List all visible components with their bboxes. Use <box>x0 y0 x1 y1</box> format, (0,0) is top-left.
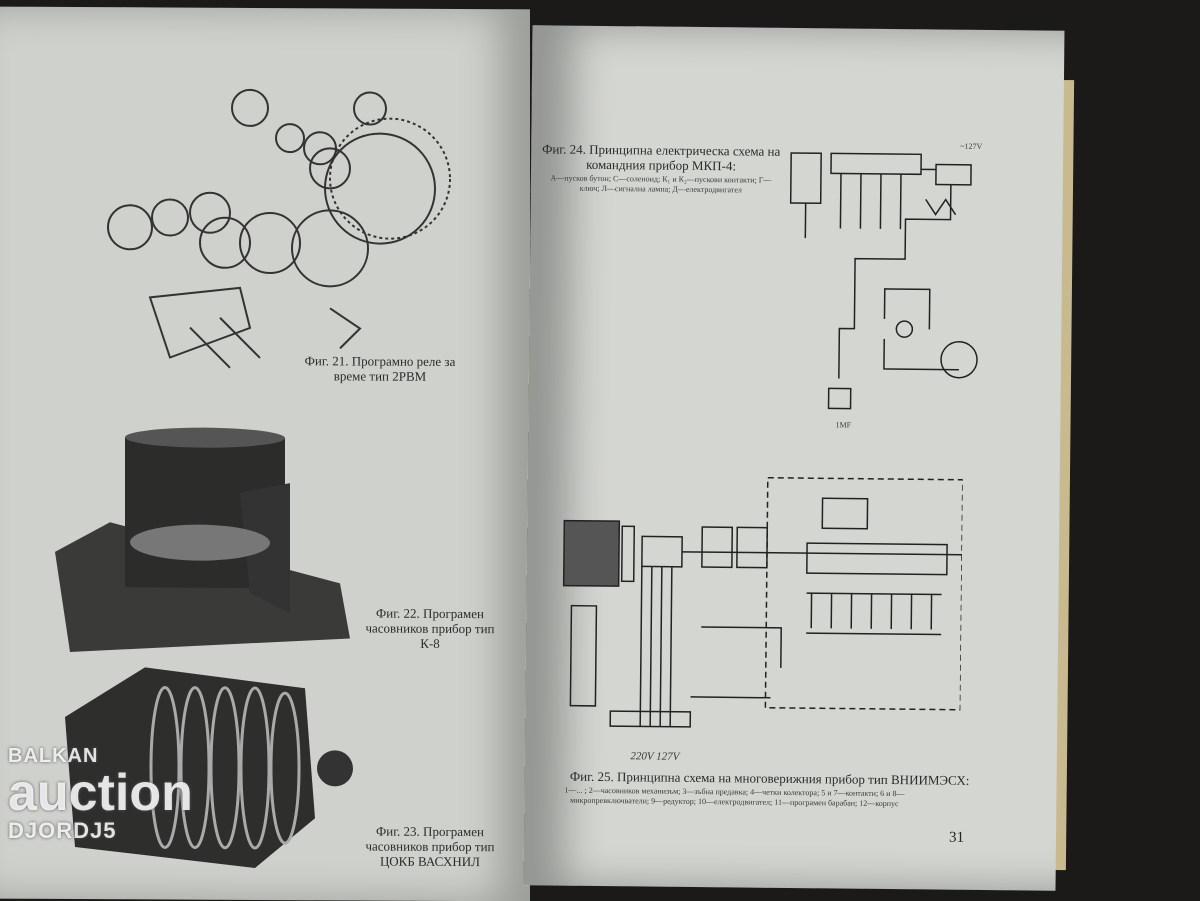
fig25-circuit <box>562 476 963 728</box>
fig25-voltage-label: 220V 127V <box>630 750 680 763</box>
watermark-line2: auction <box>8 764 193 822</box>
fig21-caption: Фиг. 21. Програмно реле за време тип 2РВ… <box>304 353 456 384</box>
fig22-caption: Фиг. 22. Програмен часовников прибор тип… <box>365 605 495 651</box>
fig23-photo <box>65 667 353 868</box>
fig24-caption: Фиг. 24. Принципна електрическа схема на… <box>542 141 781 174</box>
page-number: 31 <box>948 829 965 846</box>
fig25-legend: 1—... ; 2—часовников механизъм; 3—зъбна … <box>564 785 905 809</box>
fig24-legend: А—пусков бутон; С—соленоид; К₁ и К₂—пуск… <box>550 173 772 195</box>
watermark-logo: BALKAN auction DJORDJ5 <box>8 745 193 844</box>
right-page: Фиг. 24. Принципна електрическа схема на… <box>523 25 1065 891</box>
watermark-line1: BALKAN <box>8 745 99 767</box>
fig24-voltage-label: ~127V <box>960 141 983 151</box>
watermark-line3: DJORDJ5 <box>8 818 117 843</box>
left-page: Фиг. 21. Програмно реле за време тип 2РВ… <box>0 6 530 901</box>
fig21-illustration <box>107 88 451 369</box>
fig22-photo <box>55 427 350 652</box>
fig23-caption: Фиг. 23. Програмен часовников прибор тип… <box>365 823 495 870</box>
fig24-circuit <box>789 152 978 410</box>
fig24-capacitor-label: 1MF <box>835 420 852 430</box>
